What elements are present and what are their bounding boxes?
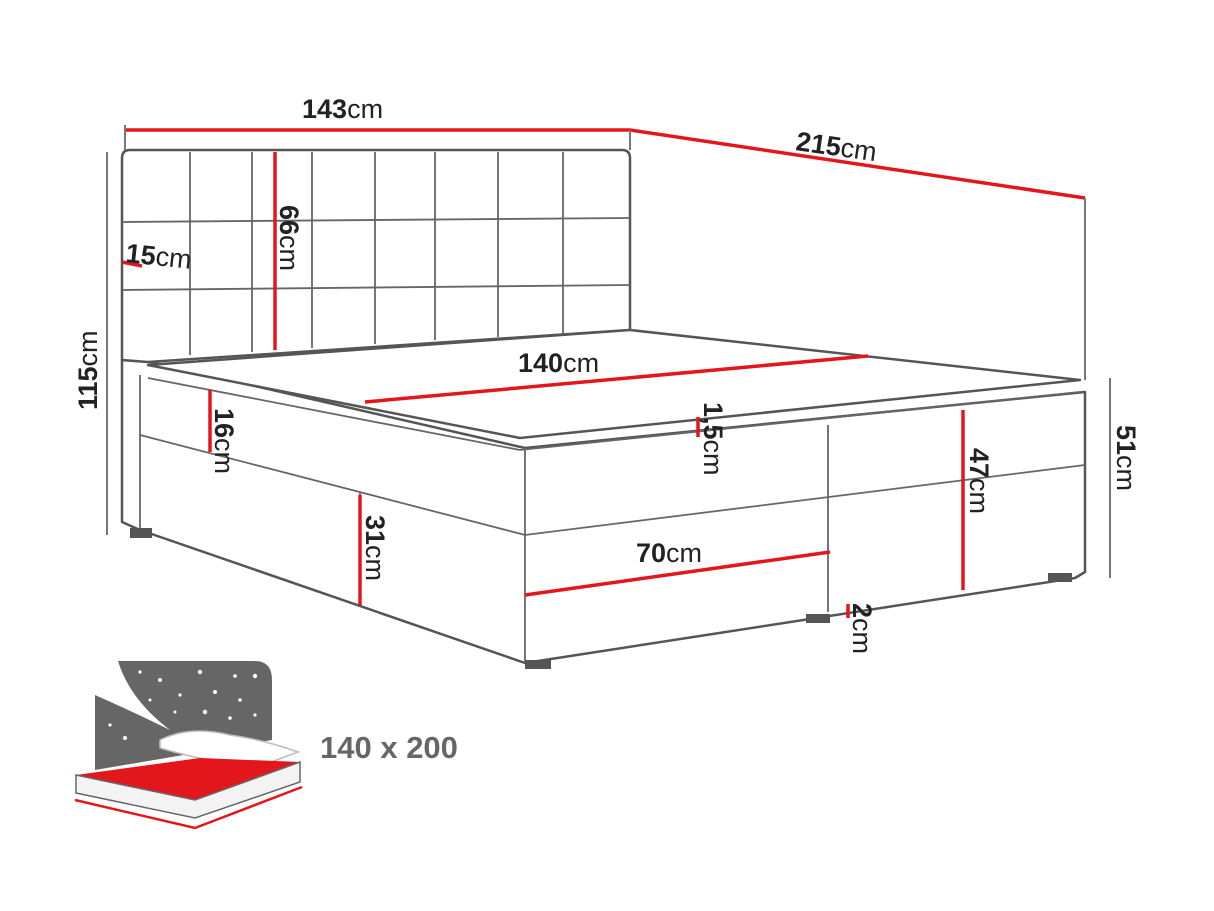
sleeping-area-size: 140 x 200 (320, 730, 458, 765)
leg (806, 614, 830, 623)
total-height-label: 115cm (73, 330, 103, 410)
topper-height-label: 16cm (209, 408, 239, 474)
leg-height-label: 2cm (847, 603, 877, 654)
topper-gap-label: 1,5cm (698, 402, 728, 476)
headboard-thickness-label: 15cm (124, 238, 193, 275)
bed-base (120, 358, 1087, 669)
bed-height-label: 51cm (1111, 425, 1141, 491)
length-label: 215cm (794, 126, 878, 167)
width-label: 143cm (302, 94, 383, 124)
mattress-width-label: 140cm (518, 348, 599, 378)
headboard (120, 148, 632, 364)
box-width-label: 70cm (636, 538, 702, 568)
leg (130, 528, 152, 538)
box-height-label: 31cm (360, 515, 390, 581)
headboard-height-label: 66cm (274, 205, 304, 271)
leg (1048, 573, 1072, 582)
leg (525, 660, 551, 669)
bed-night-stars-icon (74, 661, 303, 830)
base-height-label: 47cm (964, 448, 994, 514)
